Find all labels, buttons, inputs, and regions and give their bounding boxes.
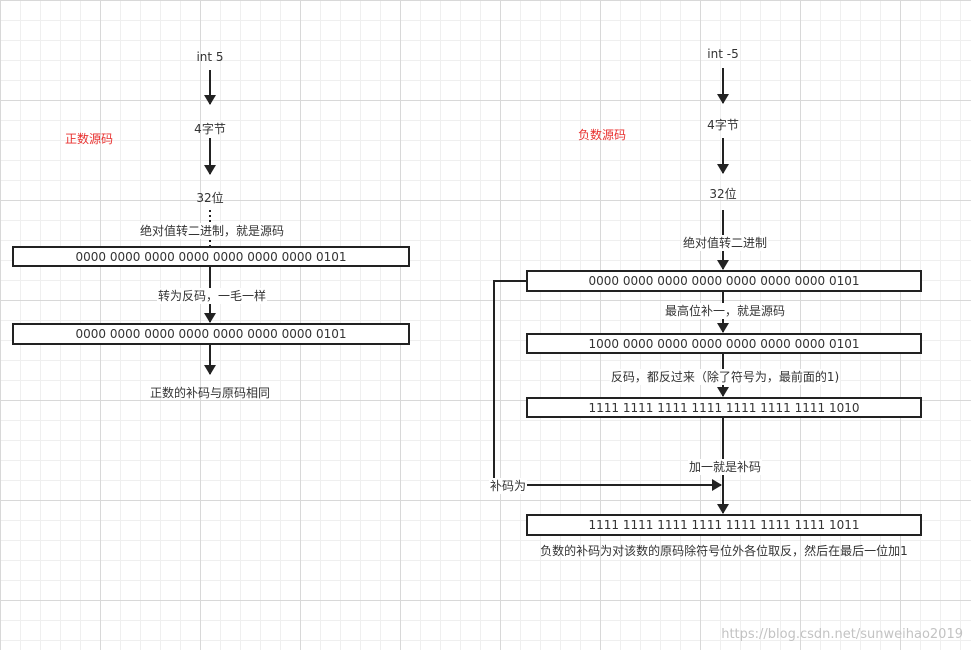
- negative-step-inverse: 反码，都反过来（除了符号为，最前面的1): [609, 369, 841, 385]
- negative-inverse-code-box: 1111 1111 1111 1111 1111 1111 1111 1010: [526, 397, 922, 418]
- positive-original-code-box: 0000 0000 0000 0000 0000 0000 0000 0101: [12, 246, 410, 267]
- negative-inverse-code: 1111 1111 1111 1111 1111 1111 1111 1010: [588, 400, 860, 415]
- negative-complement-side-label: 补码为: [488, 478, 528, 494]
- positive-step-binary: 绝对值转二进制，就是源码: [138, 223, 286, 239]
- loop-binary-to-complement: [493, 280, 722, 491]
- negative-bytes-label: 4字节: [707, 118, 739, 132]
- positive-inverse-code-box: 0000 0000 0000 0000 0000 0000 0000 0101: [12, 323, 410, 345]
- negative-bits-label: 32位: [709, 187, 737, 201]
- negative-complement-code-box: 1111 1111 1111 1111 1111 1111 1111 1011: [526, 514, 922, 536]
- negative-start-label: int -5: [707, 47, 739, 61]
- positive-start-label: int 5: [196, 50, 224, 64]
- positive-title: 正数源码: [64, 132, 114, 146]
- positive-bits-label: 32位: [196, 191, 224, 205]
- positive-conclusion: 正数的补码与原码相同: [149, 386, 271, 400]
- positive-original-code: 0000 0000 0000 0000 0000 0000 0000 0101: [75, 249, 347, 264]
- negative-original-code: 1000 0000 0000 0000 0000 0000 0000 0101: [588, 336, 860, 351]
- positive-inverse-code: 0000 0000 0000 0000 0000 0000 0000 0101: [75, 327, 347, 341]
- negative-original-code-box: 1000 0000 0000 0000 0000 0000 0000 0101: [526, 333, 922, 354]
- negative-conclusion: 负数的补码为对该数的原码除符号位外各位取反，然后在最后一位加1: [540, 544, 908, 558]
- negative-complement-code: 1111 1111 1111 1111 1111 1111 1111 1011: [588, 518, 860, 532]
- positive-step-inverse: 转为反码，一毛一样: [156, 288, 268, 304]
- negative-step-binary: 绝对值转二进制: [681, 235, 769, 251]
- negative-title: 负数源码: [577, 128, 627, 142]
- positive-bytes-label: 4字节: [194, 122, 226, 136]
- watermark: https://blog.csdn.net/sunweihao2019: [721, 627, 963, 642]
- negative-binary-code-box: 0000 0000 0000 0000 0000 0000 0000 0101: [526, 270, 922, 292]
- negative-step-plus-one: 加一就是补码: [687, 459, 763, 475]
- negative-binary-code: 0000 0000 0000 0000 0000 0000 0000 0101: [588, 274, 860, 288]
- negative-step-sign: 最高位补一，就是源码: [663, 303, 787, 319]
